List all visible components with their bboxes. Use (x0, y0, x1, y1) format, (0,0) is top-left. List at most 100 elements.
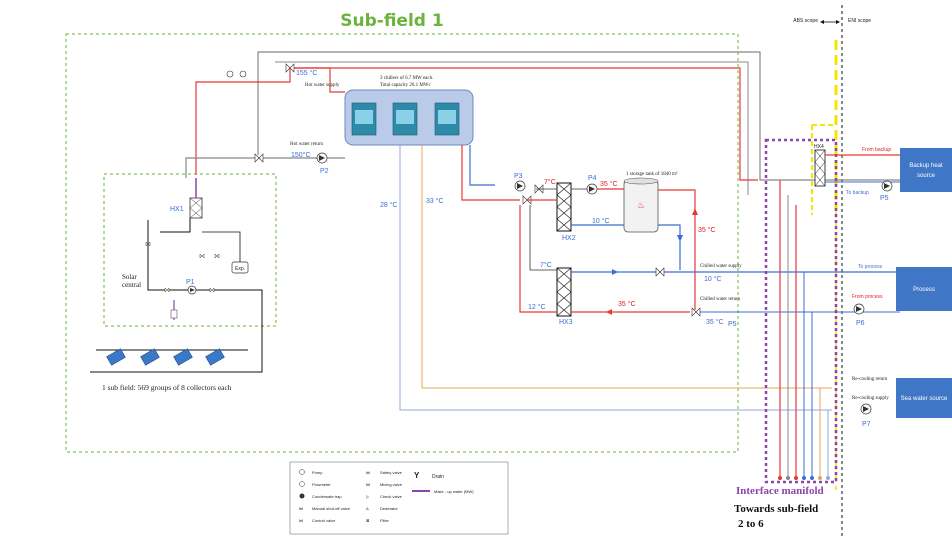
hx1-exchanger (189, 197, 203, 219)
sea-water-box (896, 378, 952, 418)
process-box (896, 267, 952, 311)
pump-p1-label: P1 (186, 279, 195, 286)
mixing-valve-icon (655, 267, 701, 317)
cooling-supply-line (399, 145, 832, 411)
process-box-label: Process (913, 287, 935, 293)
pump-p6-label: P6 (856, 320, 865, 327)
pump-p5-icon (881, 180, 893, 192)
chillers-line2: Total capacity 20.1 MWc (380, 83, 432, 88)
temp-7b: 7°C (540, 261, 552, 269)
towards-subfield-line2: 2 to 6 (738, 518, 764, 530)
legend-valve-icon: ⋈ (299, 506, 303, 511)
legend-safety-icon: ⋈ (366, 470, 370, 475)
legend-box: Pump Flowmeter Condensate trap ⋈ Manual … (289, 461, 509, 535)
collector-icon (106, 348, 126, 366)
legend-check-icon: ▷ (366, 494, 370, 499)
hx4-exchanger (814, 149, 826, 187)
scope-divider: ABS scope ENI scope (793, 5, 871, 537)
hx3-exchanger (556, 267, 572, 317)
hx4-label: HX4 (814, 144, 824, 150)
tank-hot-outlet (658, 189, 696, 310)
pump-p4-label: P4 (588, 175, 597, 182)
legend-condensate-trap: Condensate trap (312, 494, 342, 499)
temp-gauge-icon (226, 70, 247, 78)
storage-label: 1 storage tank of 1840 m³ (626, 171, 678, 177)
abs-scope-label: ABS scope (793, 18, 818, 24)
solar-caption: 1 sub field: 569 groups of 8 collectors … (102, 383, 232, 392)
backup-box-label-1: Backup heat (909, 163, 943, 169)
makeup-filter-icon (170, 309, 178, 319)
interface-manifold-label: Interface manifold (736, 485, 824, 497)
legend-mixing-icon: ⋈ (366, 482, 370, 487)
mixing-valve-icon (254, 153, 264, 163)
legend-control-valve: Control valve (312, 518, 336, 523)
valve-icon (145, 241, 220, 293)
cooling-return-line (421, 145, 832, 389)
legend-control-icon: ⋈ (299, 518, 303, 523)
mixing-valve-icon (285, 63, 295, 73)
mixing-valve-icon (522, 184, 544, 205)
legend-deaerator-icon: Δ (366, 506, 369, 511)
gray-return-line (257, 51, 900, 181)
temp-7a: 7°C (544, 178, 556, 186)
hot-header-line (290, 67, 758, 181)
hot-water-return-label: Hot water return (290, 142, 324, 147)
legend-makeup: Make - up water (MW) (434, 489, 474, 494)
exp-label: Exp. (235, 266, 245, 272)
collector-icon (173, 348, 193, 366)
pump-p7-icon (860, 403, 872, 415)
temp-33: 33 °C (426, 197, 444, 205)
solar-field-border (103, 173, 277, 327)
temp-35a: 35 °C (600, 180, 618, 188)
hx2-exchanger (556, 182, 572, 232)
tank-cold-outlet (658, 224, 681, 270)
chiller-icon (392, 102, 418, 136)
temp-10a: 10 °C (592, 217, 610, 225)
recooling-supply-label: Re-cooling supply (852, 396, 889, 401)
temp-155: 155 °C (296, 69, 317, 77)
hot-return-line (185, 157, 345, 178)
chilled-supply-label: Chilled water supply (700, 264, 742, 269)
pump-p7-label: P7 (862, 421, 871, 428)
pump-p1-icon (187, 285, 197, 295)
legend-flowmeter: Flowmeter (312, 482, 331, 487)
to-process-label: To process (858, 264, 883, 270)
solar-label-2: central (122, 281, 141, 289)
pump-p6-icon (853, 303, 865, 315)
hx1-label: HX1 (170, 206, 184, 213)
temp-35d: 35 °C (706, 318, 724, 326)
interface-manifold-border (764, 138, 838, 484)
legend-manual-valve: Manual shut-off valve (312, 506, 351, 511)
collector-icon (140, 348, 160, 366)
sea-water-box-label: Sea water source (901, 396, 948, 402)
pump-p2-icon (316, 152, 328, 164)
backup-box-label-2: source (917, 173, 936, 179)
recooling-return-label: Re-cooling return (852, 377, 888, 382)
legend-deaerator: Deaerator (380, 506, 398, 511)
chilled-return-label: Chilled water return (700, 297, 741, 302)
subfield-border (65, 33, 739, 453)
legend-check-valve: Check valve (380, 494, 403, 499)
from-backup-label: From backup (862, 147, 891, 153)
legend-filter-icon: ⊠ (366, 518, 369, 523)
solar-loop-line (90, 220, 263, 373)
pump-p3-label: P3 (514, 173, 523, 180)
temp-150: 150°C (291, 151, 311, 159)
pump-p2-label: P2 (320, 168, 329, 175)
temp-10b: 10 °C (704, 275, 722, 283)
chiller-icon (434, 102, 460, 136)
pump-p5-label-b: P5 (880, 195, 889, 202)
chiller-icon (351, 102, 377, 136)
backup-heat-box (900, 148, 952, 192)
expansion-tank (231, 261, 249, 274)
solar-label-1: Solar (122, 273, 137, 281)
pump-p5-label-a: P5 (728, 321, 737, 328)
heating-icon: ♨ (637, 201, 645, 211)
subfield-title: Sub-field 1 (340, 11, 443, 31)
chilled-line-to-p3 (469, 145, 495, 186)
hot-line-from-p3 (461, 145, 520, 201)
pump-p3-icon (514, 180, 526, 192)
hx2-label: HX2 (562, 235, 576, 242)
to-backup-label: To backup (846, 190, 869, 196)
legend-safety-valve: Safety valve (380, 470, 403, 475)
